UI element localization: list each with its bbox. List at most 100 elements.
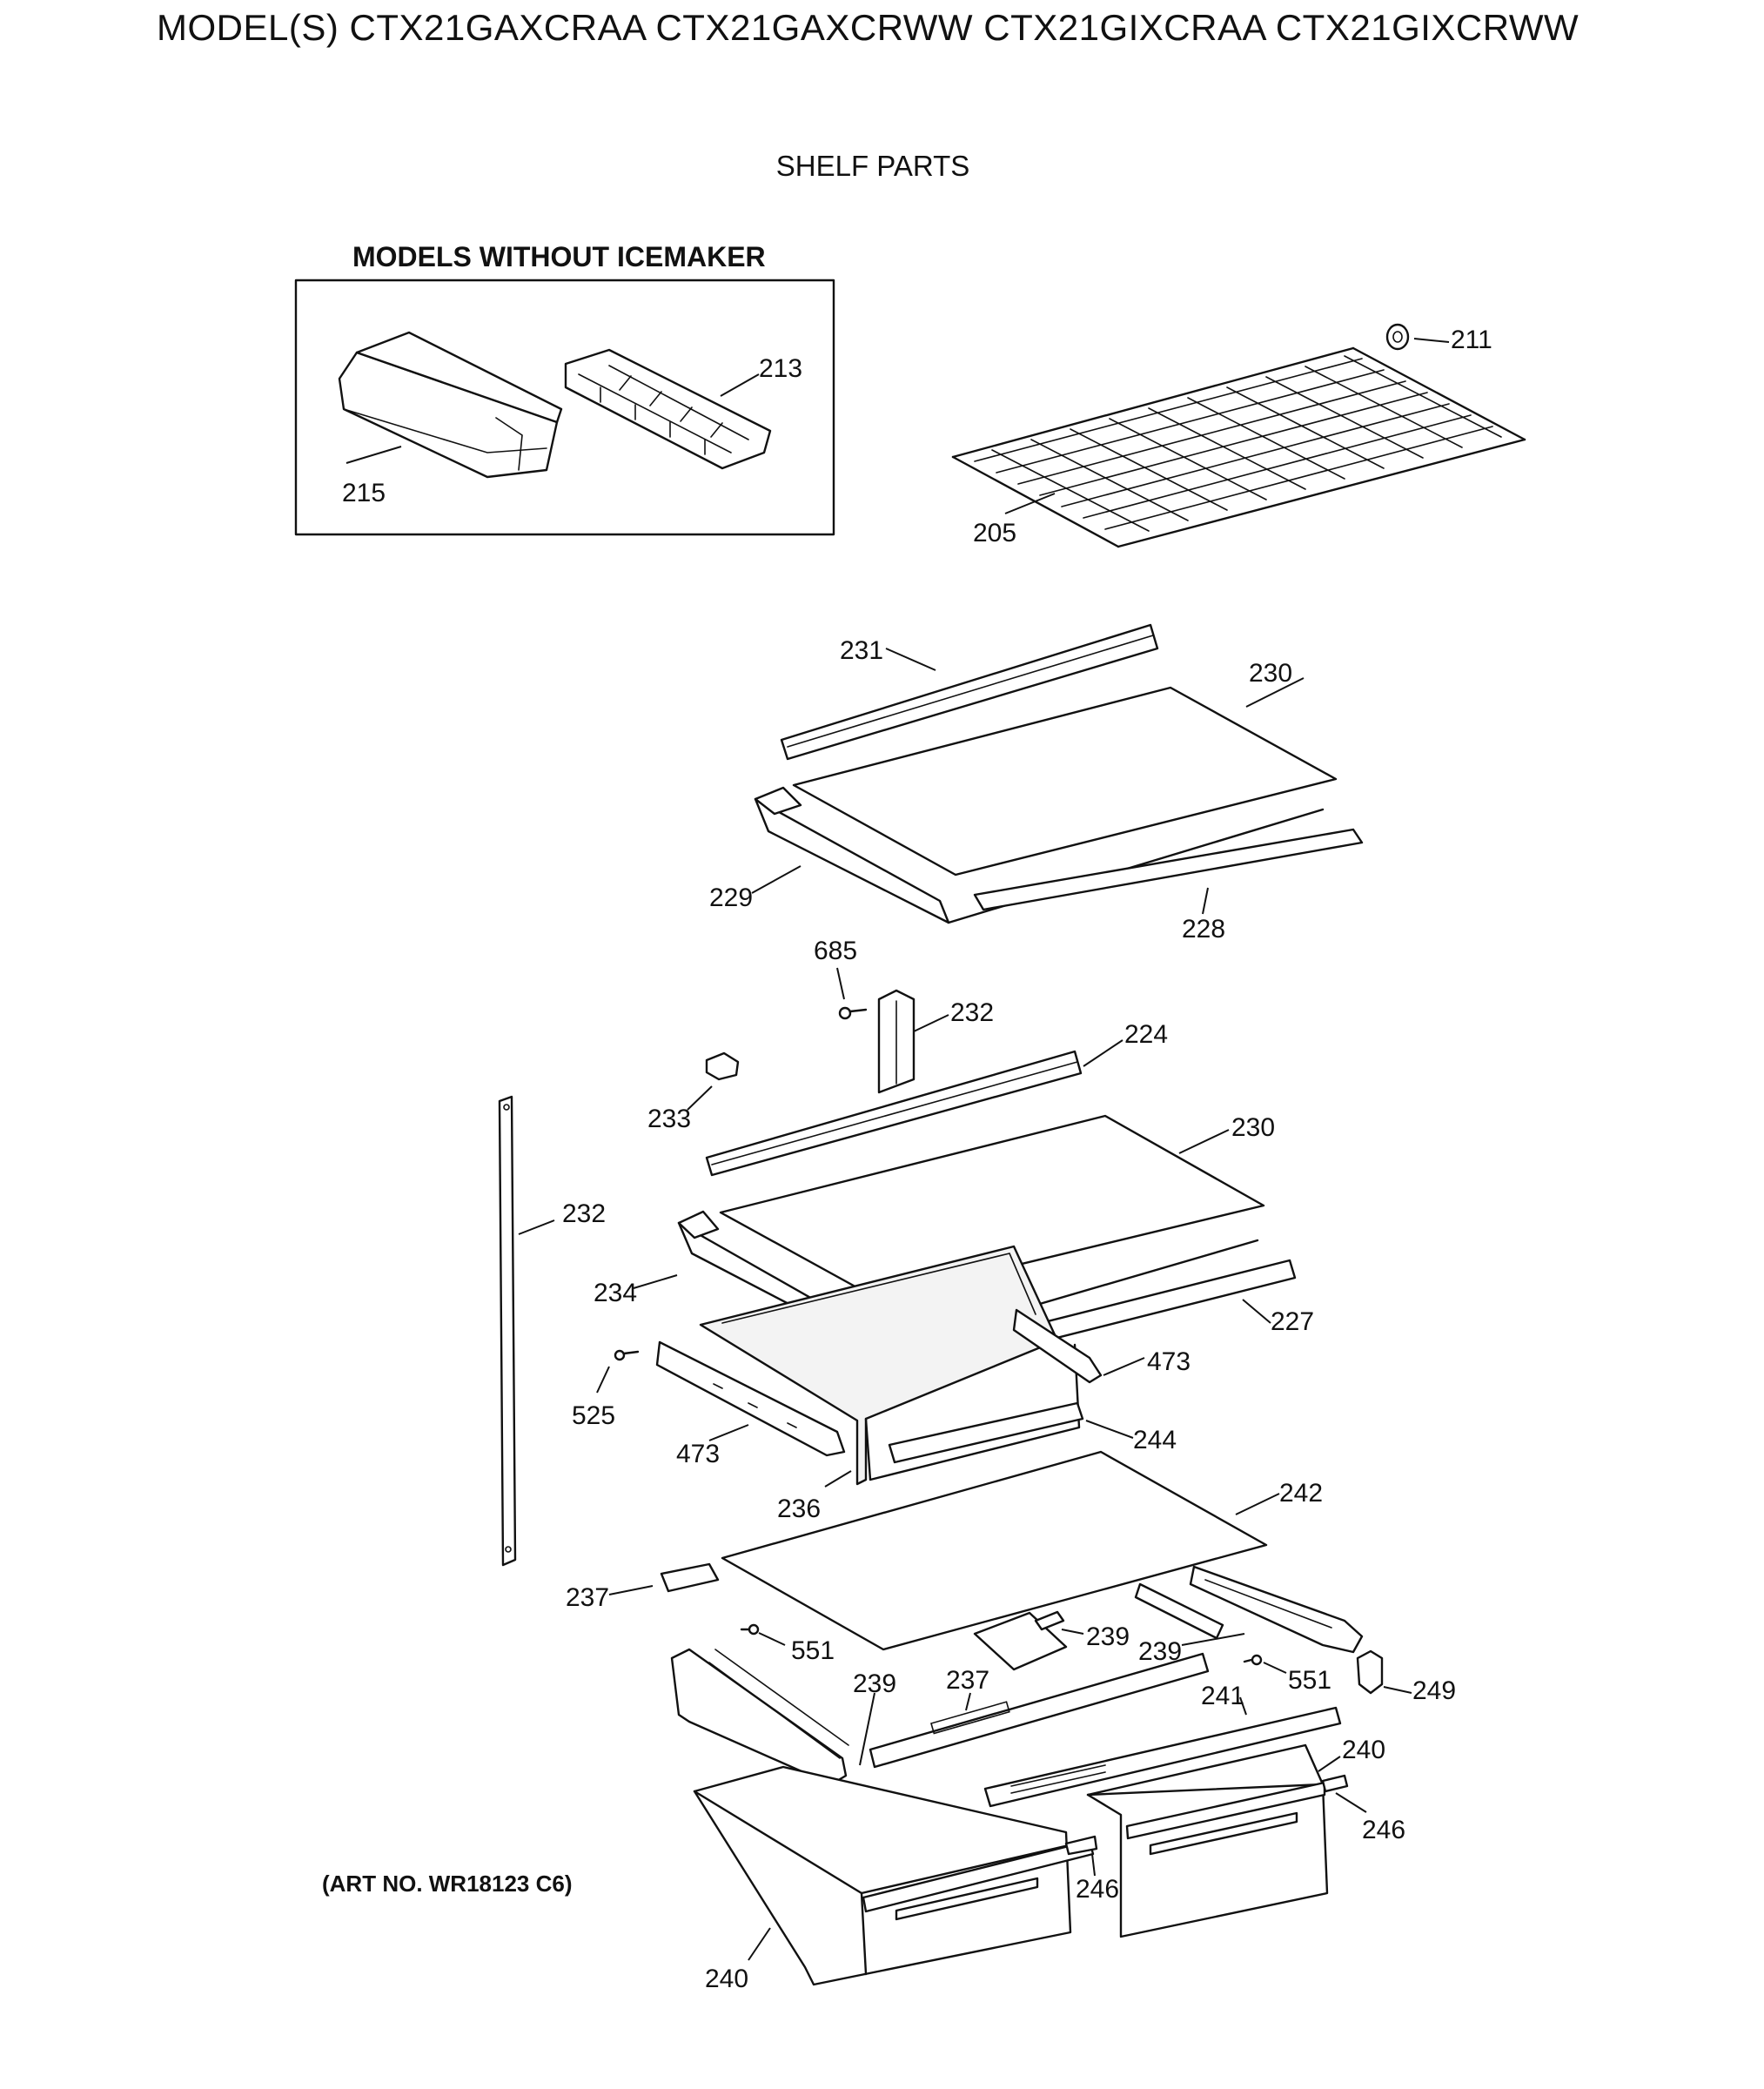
callout-246-left: 246 xyxy=(1076,1875,1119,1904)
leader-234 xyxy=(633,1274,678,1289)
callout-233: 233 xyxy=(647,1105,691,1133)
drawer-slide-473-left xyxy=(655,1340,846,1457)
leader-236 xyxy=(824,1470,852,1488)
callout-224: 224 xyxy=(1124,1020,1168,1049)
shelf-trim-224 xyxy=(705,1050,1083,1177)
callout-236: 236 xyxy=(777,1495,821,1523)
leader-239-center xyxy=(1061,1629,1084,1635)
callout-240-left: 240 xyxy=(705,1965,748,1993)
callout-230-middle: 230 xyxy=(1231,1113,1275,1142)
leader-227 xyxy=(1242,1299,1271,1324)
leader-473-left xyxy=(708,1424,749,1441)
leader-233 xyxy=(687,1085,713,1111)
inset-title: MODELS WITHOUT ICEMAKER xyxy=(352,241,766,272)
callout-234: 234 xyxy=(594,1279,637,1307)
glass-shelf-230-upper xyxy=(792,686,1338,877)
callout-473-left: 473 xyxy=(676,1440,720,1468)
crisper-rail-241 xyxy=(983,1706,1342,1808)
leader-229 xyxy=(751,865,802,894)
leader-224 xyxy=(1083,1039,1123,1067)
support-239-center xyxy=(973,1610,1068,1671)
leader-230-upper xyxy=(1245,677,1305,708)
screw-685 xyxy=(838,1006,868,1020)
callout-237-right: 237 xyxy=(946,1666,989,1695)
leader-473-right xyxy=(1103,1357,1145,1376)
leader-232-short xyxy=(913,1014,949,1032)
callout-240-right: 240 xyxy=(1342,1736,1385,1764)
leader-232-long xyxy=(518,1219,555,1235)
shelf-trim-231 xyxy=(780,623,1159,761)
leader-215 xyxy=(345,446,402,464)
leader-205 xyxy=(1004,493,1056,514)
callout-211: 211 xyxy=(1451,326,1492,354)
callout-551-right: 551 xyxy=(1288,1666,1331,1695)
callout-246-right: 246 xyxy=(1362,1816,1405,1844)
callout-239-center: 239 xyxy=(1086,1622,1130,1651)
callout-551-left: 551 xyxy=(791,1636,835,1665)
section-title: SHELF PARTS xyxy=(776,150,970,182)
inset-box xyxy=(294,279,835,536)
callout-685: 685 xyxy=(814,937,857,965)
leader-228 xyxy=(1202,887,1209,915)
callout-228: 228 xyxy=(1182,915,1225,944)
vertical-rail-232-short xyxy=(877,989,916,1094)
callout-241: 241 xyxy=(1201,1682,1244,1710)
callout-249: 249 xyxy=(1412,1676,1456,1705)
callout-242: 242 xyxy=(1279,1479,1323,1508)
callout-230-upper: 230 xyxy=(1249,659,1292,688)
clip-233 xyxy=(705,1051,740,1081)
glass-shelf-230-middle xyxy=(719,1114,1265,1300)
leader-239-right xyxy=(1181,1633,1245,1646)
art-number: (ART NO. WR18123 C6) xyxy=(322,1871,573,1897)
leader-213 xyxy=(720,373,760,397)
leader-249 xyxy=(1383,1686,1412,1694)
leader-525 xyxy=(596,1366,610,1394)
leader-230-middle xyxy=(1178,1129,1230,1154)
screw-551-right xyxy=(1243,1654,1263,1666)
leader-551-left xyxy=(758,1632,786,1646)
bracket-237-left xyxy=(660,1562,720,1593)
callout-232-long: 232 xyxy=(562,1199,606,1228)
side-rail-left-239 xyxy=(670,1648,849,1786)
crisper-pan-240-right xyxy=(1086,1743,1329,1938)
crisper-handle-246-left xyxy=(1064,1835,1098,1856)
shelf-bumper-211 xyxy=(1385,323,1410,351)
callout-215: 215 xyxy=(342,479,386,507)
leader-240-right xyxy=(1318,1756,1341,1772)
models-header: MODEL(S) CTX21GAXCRAA CTX21GAXCRWW CTX21… xyxy=(157,7,1579,48)
wire-shelf-205 xyxy=(951,346,1526,548)
callout-473-right: 473 xyxy=(1147,1347,1191,1376)
leader-551-right xyxy=(1263,1662,1287,1674)
leader-244 xyxy=(1085,1420,1134,1439)
bracket-249 xyxy=(1356,1649,1384,1695)
pan-trim-244 xyxy=(888,1401,1084,1464)
screw-525 xyxy=(614,1349,640,1361)
callout-239-left: 239 xyxy=(853,1669,896,1698)
callout-213: 213 xyxy=(759,354,802,383)
crisper-pan-240-left xyxy=(693,1765,1095,1986)
callout-231: 231 xyxy=(840,636,883,665)
leader-237-right xyxy=(965,1692,971,1711)
callout-229: 229 xyxy=(709,883,753,912)
callout-525: 525 xyxy=(572,1401,615,1430)
crisper-cover-glass-242 xyxy=(721,1450,1268,1651)
leader-239-left xyxy=(859,1692,875,1766)
leader-242 xyxy=(1235,1493,1280,1515)
crisper-handle-246-right xyxy=(1321,1774,1349,1793)
crisper-rail-237 xyxy=(869,1652,1210,1769)
leader-246-right xyxy=(1335,1792,1367,1813)
callout-244: 244 xyxy=(1133,1426,1177,1454)
screw-551-left xyxy=(740,1623,760,1636)
ice-bin-215 xyxy=(338,331,563,479)
vertical-rail-232-long xyxy=(498,1095,517,1567)
leader-241 xyxy=(1239,1696,1247,1716)
callout-237-left: 237 xyxy=(566,1583,609,1612)
callout-205: 205 xyxy=(973,519,1016,547)
callout-227: 227 xyxy=(1271,1307,1314,1336)
callout-232-short: 232 xyxy=(950,998,994,1027)
leader-231 xyxy=(885,648,936,671)
ice-tray-213 xyxy=(564,348,772,470)
leader-237-left xyxy=(608,1585,654,1595)
shelf-trim-228 xyxy=(973,828,1364,911)
